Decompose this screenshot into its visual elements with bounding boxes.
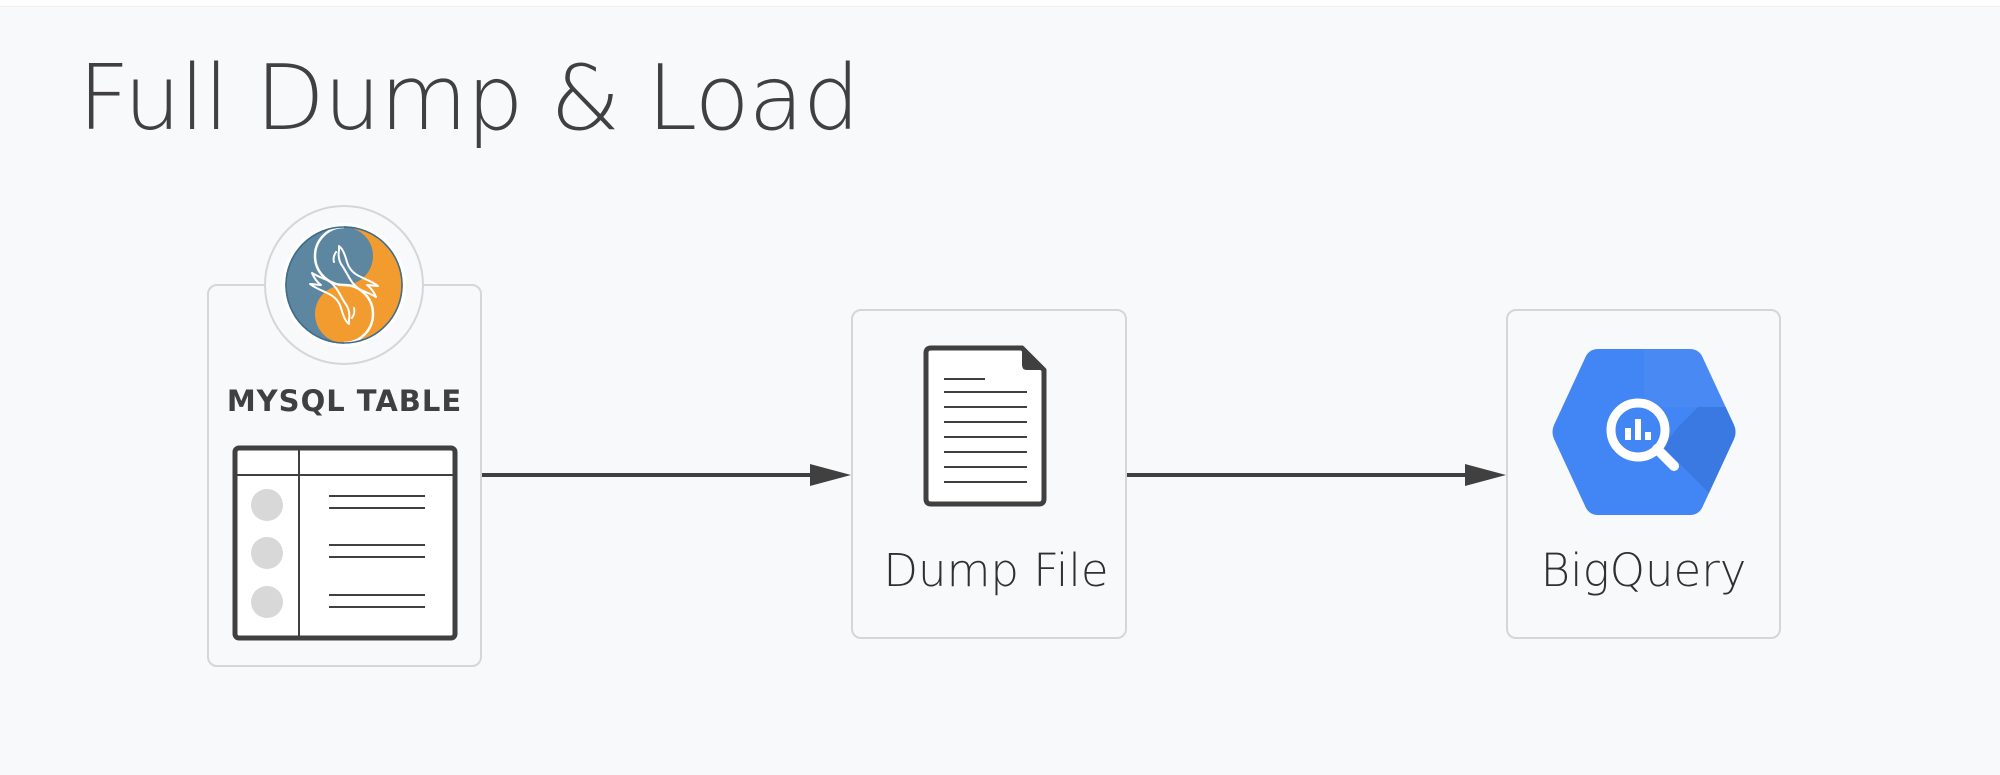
diagram-title: Full Dump & Load — [78, 46, 860, 151]
bigquery-icon — [1552, 349, 1736, 515]
arrow-dump-to-bigquery — [1127, 464, 1506, 486]
arrow-mysql-to-dump — [482, 464, 851, 486]
document-icon — [923, 345, 1047, 507]
table-icon — [232, 445, 458, 641]
mysql-dolphin-logo-icon — [282, 223, 406, 347]
mysql-table-label: MYSQL TABLE — [226, 384, 463, 418]
dump-file-label: Dump File — [883, 544, 1109, 597]
bigquery-label: BigQuery — [1540, 544, 1747, 597]
